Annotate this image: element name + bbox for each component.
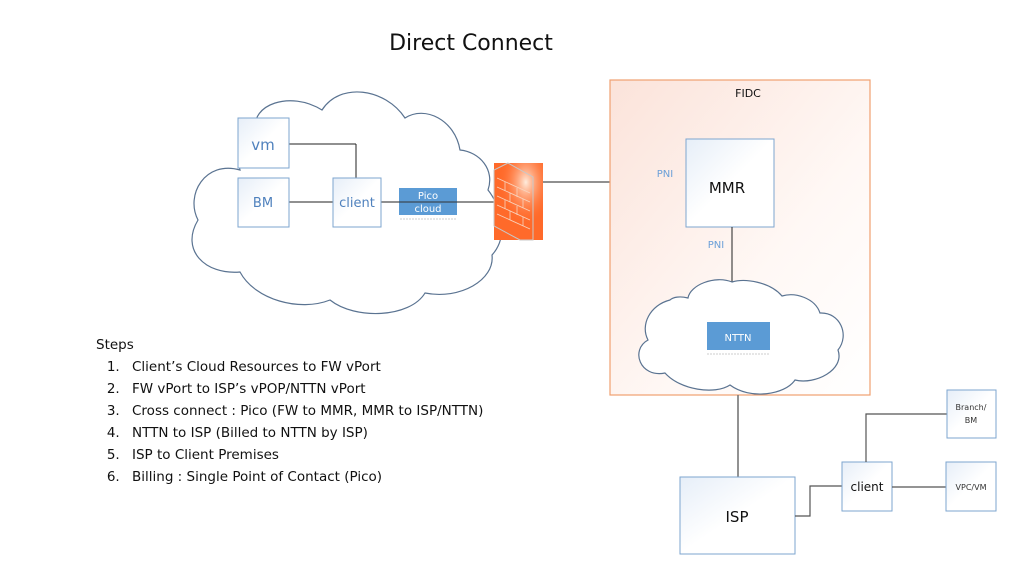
pico-chip-line1: Pico bbox=[418, 191, 438, 202]
steps-heading: Steps bbox=[96, 337, 134, 353]
pni-left-label: PNI bbox=[657, 169, 673, 180]
premises-client-label: client bbox=[851, 480, 884, 494]
step-item: Client’s Cloud Resources to FW vPort bbox=[124, 356, 483, 378]
mmr-label: MMR bbox=[709, 179, 745, 197]
branch-bm-node[interactable]: Branch/ BM bbox=[946, 389, 997, 439]
pico-chip-line2: cloud bbox=[414, 204, 441, 215]
steps-list: Steps Client’s Cloud Resources to FW vPo… bbox=[96, 334, 483, 488]
vm-node[interactable]: vm bbox=[237, 117, 290, 169]
step-item: ISP to Client Premises bbox=[124, 444, 483, 466]
step-item: NTTN to ISP (Billed to NTTN by ISP) bbox=[124, 422, 483, 444]
nttn-label: NTTN bbox=[724, 333, 751, 344]
premises-client-node[interactable]: client bbox=[841, 461, 893, 512]
vpc-vm-label: VPC/VM bbox=[956, 483, 987, 492]
branch-label-line1: Branch/ bbox=[956, 403, 987, 412]
bm-node[interactable]: BM bbox=[237, 177, 290, 228]
isp-node[interactable]: ISP bbox=[679, 476, 796, 555]
fidc-label: FIDC bbox=[735, 87, 761, 100]
diagram-title: Direct Connect bbox=[389, 31, 553, 56]
vpc-vm-node[interactable]: VPC/VM bbox=[945, 461, 997, 512]
bm-label: BM bbox=[253, 196, 273, 211]
mmr-node[interactable]: MMR bbox=[685, 138, 775, 228]
pni-bottom-label: PNI bbox=[708, 240, 724, 251]
isp-label: ISP bbox=[726, 508, 749, 526]
step-item: FW vPort to ISP’s vPOP/NTTN vPort bbox=[124, 378, 483, 400]
branch-label-line2: BM bbox=[965, 416, 977, 425]
link-isp-client bbox=[795, 485, 842, 517]
firewall-icon[interactable] bbox=[493, 162, 543, 241]
cloud-client-label: client bbox=[339, 196, 375, 211]
step-item: Cross connect : Pico (FW to MMR, MMR to … bbox=[124, 400, 483, 422]
cloud-client-node[interactable]: client bbox=[332, 177, 382, 228]
steps-ordered-list: Client’s Cloud Resources to FW vPort FW … bbox=[96, 356, 483, 488]
link-client-branch bbox=[865, 413, 948, 462]
pico-cloud-chip[interactable]: Pico cloud bbox=[399, 188, 457, 220]
vm-label: vm bbox=[251, 136, 275, 154]
step-item: Billing : Single Point of Contact (Pico) bbox=[124, 466, 483, 488]
nttn-chip[interactable]: NTTN bbox=[707, 322, 770, 355]
